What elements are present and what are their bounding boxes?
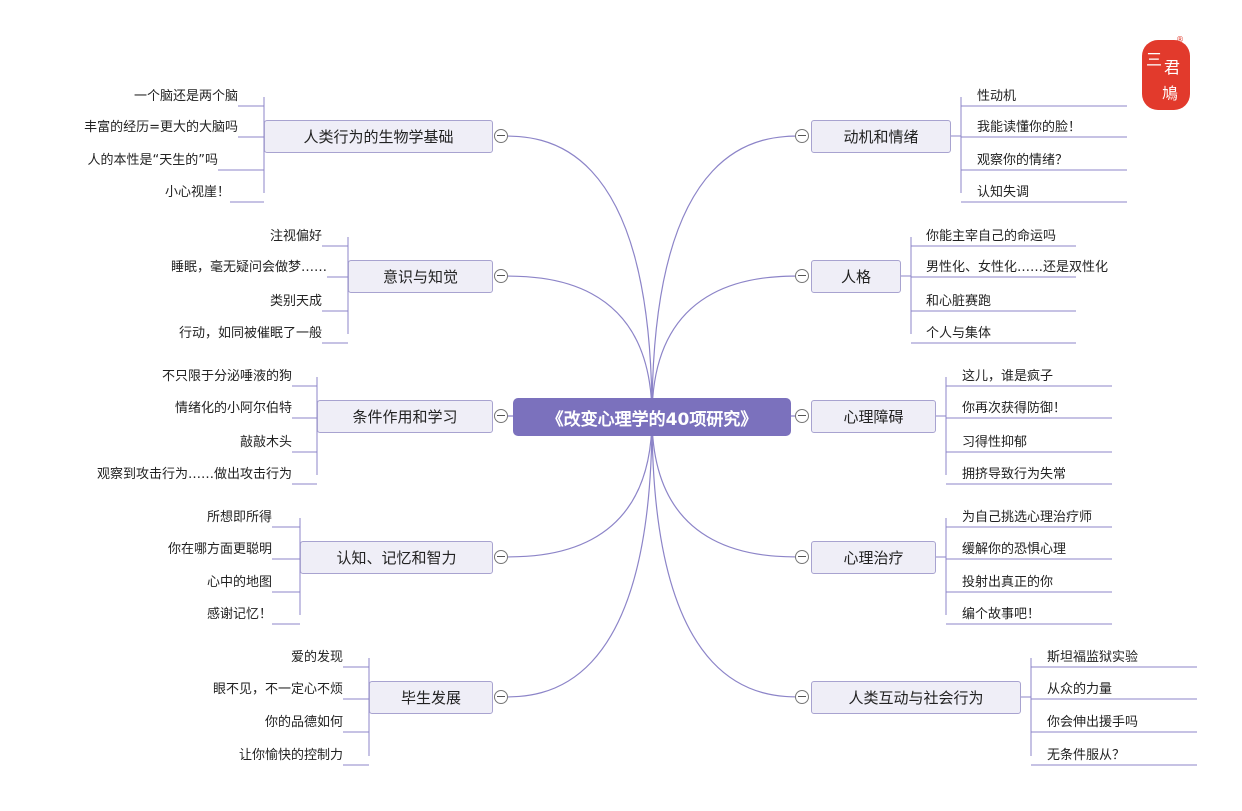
connector-line	[651, 416, 804, 558]
leaf-topic[interactable]: 个人与集体	[926, 326, 992, 341]
leaf-topic[interactable]: 你再次获得防御！	[962, 401, 1067, 416]
leaf-topic[interactable]: 你能主宰自己的命运吗	[926, 229, 1057, 244]
leaf-topic[interactable]: 人的本性是“天生的”吗	[87, 153, 218, 168]
leaf-topic[interactable]: 性动机	[977, 89, 1017, 104]
leaf-topic[interactable]: 敲敲木头	[239, 435, 292, 450]
leaf-topic[interactable]: 小心视崖！	[164, 185, 230, 200]
branch-topic[interactable]: 认知、记忆和智力	[300, 541, 493, 574]
connector-line	[500, 135, 653, 418]
leaf-topic[interactable]: 注视偏好	[269, 229, 322, 244]
connector-line	[500, 416, 653, 558]
leaf-topic[interactable]: 为自己挑选心理治疗师	[962, 510, 1093, 525]
branch-topic[interactable]: 心理障碍	[811, 400, 936, 433]
branch-topic[interactable]: 人类互动与社会行为	[811, 681, 1021, 714]
collapse-icon[interactable]	[795, 269, 809, 283]
leaf-topic[interactable]: 拥挤导致行为失常	[962, 467, 1067, 482]
registered-mark: ®	[1176, 35, 1184, 44]
leaf-topic[interactable]: 我能读懂你的脸！	[977, 120, 1082, 135]
leaf-topic[interactable]: 睡眠，毫无疑问会做梦……	[170, 260, 327, 275]
leaf-topic[interactable]: 这儿，谁是疯子	[962, 369, 1054, 384]
leaf-topic[interactable]: 感谢记忆！	[206, 607, 272, 622]
leaf-topic[interactable]: 观察到攻击行为……做出攻击行为	[96, 467, 292, 482]
branch-topic[interactable]: 动机和情绪	[811, 120, 951, 153]
leaf-topic[interactable]: 丰富的经历=更大的大脑吗	[84, 120, 238, 135]
leaf-topic[interactable]: 观察你的情绪？	[977, 153, 1069, 168]
branch-topic[interactable]: 人格	[811, 260, 901, 293]
leaf-topic[interactable]: 从众的力量	[1047, 682, 1113, 697]
branch-topic[interactable]: 心理治疗	[811, 541, 936, 574]
branch-topic[interactable]: 人类行为的生物学基础	[264, 120, 493, 153]
leaf-topic[interactable]: 投射出真正的你	[962, 575, 1054, 590]
leaf-topic[interactable]: 你会伸出援手吗	[1047, 715, 1139, 730]
connector-line	[651, 135, 804, 418]
collapse-icon[interactable]	[494, 269, 508, 283]
collapse-icon[interactable]	[795, 129, 809, 143]
collapse-icon[interactable]	[494, 129, 508, 143]
collapse-icon[interactable]	[795, 550, 809, 564]
connector-line	[500, 275, 653, 418]
leaf-topic[interactable]: 让你愉快的控制力	[238, 748, 343, 763]
leaf-topic[interactable]: 情绪化的小阿尔伯特	[174, 401, 292, 416]
branch-topic[interactable]: 毕生发展	[369, 681, 493, 714]
leaf-topic[interactable]: 行动，如同被催眠了一般	[178, 326, 322, 341]
stamp-logo: 三 君 鳩	[1142, 40, 1190, 110]
leaf-topic[interactable]: 眼不见，不一定心不烦	[212, 682, 343, 697]
leaf-topic[interactable]: 你的品德如何	[264, 715, 343, 730]
central-topic[interactable]: 《改变心理学的40项研究》	[513, 398, 791, 436]
leaf-topic[interactable]: 缓解你的恐惧心理	[962, 542, 1067, 557]
stamp-glyph: 三	[1146, 50, 1163, 69]
leaf-topic[interactable]: 类别天成	[269, 294, 322, 309]
connector-line	[651, 416, 804, 698]
collapse-icon[interactable]	[494, 690, 508, 704]
leaf-topic[interactable]: 无条件服从？	[1047, 748, 1126, 763]
leaf-topic[interactable]: 你在哪方面更聪明	[167, 542, 272, 557]
leaf-topic[interactable]: 男性化、女性化……还是双性化	[926, 260, 1109, 275]
collapse-icon[interactable]	[494, 550, 508, 564]
stamp-glyph: 君	[1164, 58, 1181, 77]
collapse-icon[interactable]	[494, 409, 508, 423]
collapse-icon[interactable]	[795, 690, 809, 704]
leaf-topic[interactable]: 斯坦福监狱实验	[1047, 650, 1139, 665]
leaf-topic[interactable]: 认知失调	[977, 185, 1030, 200]
leaf-topic[interactable]: 所想即所得	[206, 510, 272, 525]
collapse-icon[interactable]	[795, 409, 809, 423]
leaf-topic[interactable]: 一个脑还是两个脑	[133, 89, 238, 104]
leaf-topic[interactable]: 编个故事吧！	[962, 607, 1041, 622]
connector-line	[651, 275, 804, 418]
connector-line	[500, 416, 653, 698]
stamp-glyph: 鳩	[1162, 84, 1179, 103]
leaf-topic[interactable]: 习得性抑郁	[962, 435, 1028, 450]
leaf-topic[interactable]: 心中的地图	[206, 575, 272, 590]
branch-topic[interactable]: 条件作用和学习	[317, 400, 493, 433]
branch-topic[interactable]: 意识与知觉	[348, 260, 493, 293]
leaf-topic[interactable]: 不只限于分泌唾液的狗	[161, 369, 292, 384]
leaf-topic[interactable]: 和心脏赛跑	[926, 294, 992, 309]
leaf-topic[interactable]: 爱的发现	[290, 650, 343, 665]
